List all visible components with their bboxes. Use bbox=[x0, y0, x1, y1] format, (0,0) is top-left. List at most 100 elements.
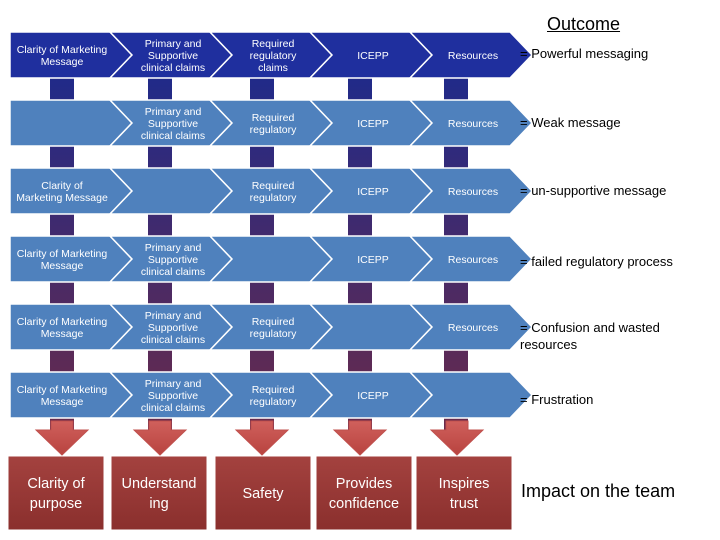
outcome-text-6: = Frustration bbox=[520, 391, 715, 408]
outcome-text-5: = Confusion and wasted resources bbox=[520, 319, 715, 353]
outcome-line: = un-supportive message bbox=[520, 183, 667, 198]
chevron-label: Required bbox=[252, 384, 295, 396]
impact-label: Impact on the team bbox=[521, 481, 676, 501]
impact-label: purpose bbox=[30, 496, 82, 512]
chevron-label: Supportive bbox=[148, 322, 198, 334]
chevron-label: Primary and bbox=[145, 378, 202, 390]
down-arrows bbox=[34, 420, 485, 456]
impact-box-bg bbox=[315, 455, 413, 531]
outcome-text-1: = Powerful messaging bbox=[520, 45, 715, 62]
chevron-2-1 bbox=[9, 99, 134, 147]
chevron-label: ICEPP bbox=[357, 50, 389, 62]
chevron-label: Required bbox=[252, 112, 295, 124]
chevron-label: regulatory bbox=[250, 396, 297, 408]
chevron-label: Clarity of Marketing bbox=[17, 44, 108, 56]
chevron-label: Supportive bbox=[148, 390, 198, 402]
chevron-label: Clarity of Marketing bbox=[17, 248, 108, 260]
outcome-heading: Outcome bbox=[547, 14, 621, 34]
outcome-line: = Weak message bbox=[520, 115, 621, 130]
outcome-line: resources bbox=[520, 337, 578, 352]
chevron-label: Resources bbox=[448, 254, 498, 266]
chevron-label: regulatory bbox=[250, 124, 297, 136]
chevron-label: regulatory bbox=[250, 50, 297, 62]
impact-label: Clarity of bbox=[27, 476, 85, 492]
chevron-label: Supportive bbox=[148, 118, 198, 130]
chevron-label: ICEPP bbox=[357, 186, 389, 198]
chevron-1-5 bbox=[408, 31, 534, 79]
impact-label: ing bbox=[149, 496, 168, 512]
chevron-label: Primary and bbox=[145, 106, 202, 118]
chevron-label: Marketing Message bbox=[16, 192, 108, 204]
down-arrow-3 bbox=[234, 420, 290, 456]
chevron-label: clinical claims bbox=[141, 62, 205, 74]
chevron-5-5 bbox=[408, 303, 534, 351]
impact-box-bg bbox=[110, 455, 208, 531]
down-arrow-4 bbox=[332, 420, 388, 456]
chevron-label: Message bbox=[41, 396, 84, 408]
chevron-label: Supportive bbox=[148, 50, 198, 62]
chevron-label: Resources bbox=[448, 50, 498, 62]
impact-box-bg bbox=[7, 455, 105, 531]
chevron-label: Clarity of Marketing bbox=[17, 316, 108, 328]
chevron-label: ICEPP bbox=[357, 390, 389, 402]
impact-label: trust bbox=[450, 496, 478, 512]
chevron-label: regulatory bbox=[250, 328, 297, 340]
chevron-label: regulatory bbox=[250, 192, 297, 204]
impact-box-bg bbox=[415, 455, 513, 531]
chevron-label: Message bbox=[41, 328, 84, 340]
chevron-4-5 bbox=[408, 235, 534, 283]
impact-label: Understand bbox=[122, 476, 197, 492]
chevron-label: Resources bbox=[448, 118, 498, 130]
chevron-label: clinical claims bbox=[141, 334, 205, 346]
chevron-label: Message bbox=[41, 260, 84, 272]
outcome-line: = Frustration bbox=[520, 392, 594, 407]
chevron-label: Primary and bbox=[145, 242, 202, 254]
chevron-label: clinical claims bbox=[141, 266, 205, 278]
chevron-label: Resources bbox=[448, 322, 498, 334]
outcome-text-2: = Weak message bbox=[520, 114, 715, 131]
impact-label: confidence bbox=[329, 496, 399, 512]
chevron-label: clinical claims bbox=[141, 402, 205, 414]
outcome-text-3: = un-supportive message bbox=[520, 182, 715, 199]
outcome-text-4: = failed regulatory process bbox=[520, 253, 715, 270]
outcome-line: = Confusion and wasted bbox=[520, 320, 660, 335]
impact-boxes: Clarity of purpose Understand ing Safety Prov… bbox=[7, 455, 513, 531]
impact-box-bg bbox=[214, 455, 312, 531]
down-arrow-2 bbox=[132, 420, 188, 456]
chevron-label: Primary and bbox=[145, 310, 202, 322]
chevron-label: clinical claims bbox=[141, 130, 205, 142]
impact-box-2: Understand ing bbox=[110, 455, 208, 531]
chevron-label: Primary and bbox=[145, 38, 202, 50]
down-arrow-1 bbox=[34, 420, 90, 456]
impact-box-3: Safety bbox=[214, 455, 312, 531]
chevron-label: Required bbox=[252, 180, 295, 192]
chevron-label: Required bbox=[252, 38, 295, 50]
chevron-label: Supportive bbox=[148, 254, 198, 266]
impact-label: Safety bbox=[242, 486, 284, 502]
impact-label: Provides bbox=[336, 476, 392, 492]
chevron-6-5 bbox=[408, 371, 534, 419]
down-arrow-5 bbox=[429, 420, 485, 456]
chevron-label: Clarity of bbox=[41, 180, 83, 192]
chevron-label: claims bbox=[258, 62, 288, 74]
impact-box-1: Clarity of purpose bbox=[7, 455, 105, 531]
chevron-label: Clarity of Marketing bbox=[17, 384, 108, 396]
chevron-label: ICEPP bbox=[357, 118, 389, 130]
impact-box-4: Provides confidence bbox=[315, 455, 413, 531]
chevron-label: Resources bbox=[448, 186, 498, 198]
chevron-3-5 bbox=[408, 167, 534, 215]
chevron-label: Required bbox=[252, 316, 295, 328]
outcome-line: = failed regulatory process bbox=[520, 254, 673, 269]
chevron-2-5 bbox=[408, 99, 534, 147]
chevron-label: ICEPP bbox=[357, 254, 389, 266]
chevron-label: Message bbox=[41, 56, 84, 68]
